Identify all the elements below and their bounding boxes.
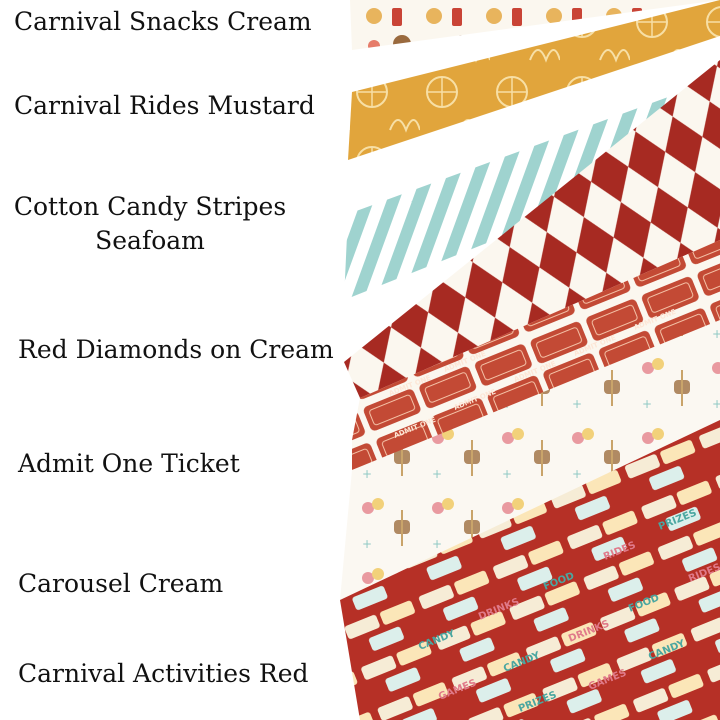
swatch-carousel-cream [340,320,720,600]
label-cotton-candy-stripes: Cotton Candy Stripes [13,192,287,221]
label-carnival-activities-red: Carnival Activities Red [18,659,309,688]
label-carousel-cream: Carousel Cream [18,569,224,598]
label-admit-one-ticket: Admit One Ticket [18,449,240,478]
label-red-diamonds-on-cream: Red Diamonds on Cream [18,335,334,364]
label-carnival-rides-mustard: Carnival Rides Mustard [14,91,315,120]
swatch-admit-one-ticket [352,240,720,470]
swatch-carnival-rides-mustard [348,0,720,160]
label-seafoam: Seafoam [95,226,205,255]
swatch-cotton-candy-stripes-seafoam [344,78,720,300]
swatch-red-diamonds-on-cream [344,60,720,398]
swatch-carnival-snacks-cream [350,0,720,50]
swatch-carnival-activities-red [340,420,720,720]
label-carnival-snacks-cream: Carnival Snacks Cream [14,7,312,36]
